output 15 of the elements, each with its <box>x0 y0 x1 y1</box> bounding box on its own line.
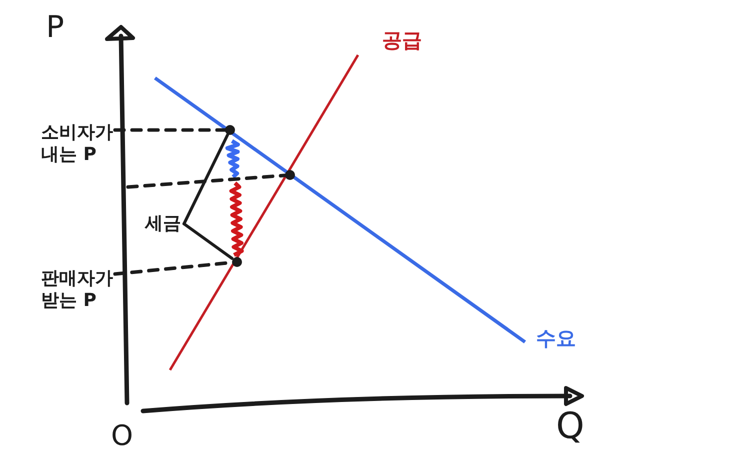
origin-label: O <box>111 419 134 453</box>
leader-line <box>182 134 229 226</box>
leader-line <box>182 222 234 260</box>
price-label: 소비자가 내는 P <box>41 122 114 166</box>
curve-label: 수요 <box>536 326 576 350</box>
price-point-marker <box>225 125 235 135</box>
price-point-marker <box>232 257 242 267</box>
price-guide-line <box>126 174 287 189</box>
axis-label: Q <box>556 405 584 448</box>
tax-label: 세금 <box>145 213 182 235</box>
price-guide-line <box>113 128 227 132</box>
price-label: 판매자가 받는 P <box>41 268 114 312</box>
axis-label: P <box>46 10 64 46</box>
curve-label: 공급 <box>382 28 422 52</box>
equilibrium-point-marker <box>285 170 295 180</box>
